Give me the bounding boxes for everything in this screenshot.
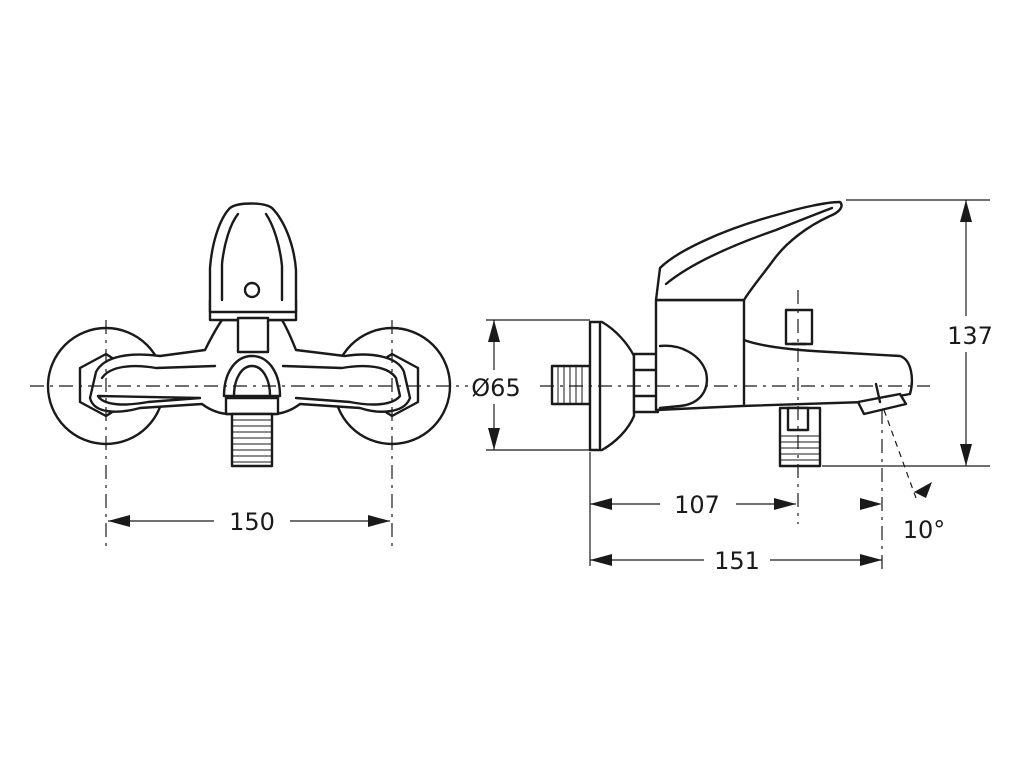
- side-spout-tip: [856, 392, 908, 416]
- front-view: [30, 202, 468, 548]
- side-spout-angle-guide: [883, 409, 917, 499]
- spout-angle-label: 10°: [903, 516, 946, 544]
- dimension-side-total: 151: [590, 547, 882, 575]
- front-outlet-cap: [224, 396, 280, 416]
- side-diverter-knob: [784, 308, 814, 346]
- front-diverter-inner: [232, 364, 272, 398]
- side-lever-inner: [664, 206, 834, 286]
- front-thread-lines: [232, 419, 272, 463]
- side-outlet-thread-lines: [780, 435, 820, 461]
- front-lever-screw: [243, 281, 261, 299]
- dimension-front-width: 150: [108, 508, 390, 536]
- height-label: 137: [947, 322, 993, 350]
- side-hex-nut: [632, 352, 660, 414]
- side-lever: [654, 200, 843, 302]
- side-view: [540, 200, 930, 570]
- side-body-inner: [658, 338, 746, 410]
- side-body: [654, 298, 914, 412]
- front-width-label: 150: [229, 508, 275, 536]
- front-cartridge: [236, 316, 270, 354]
- front-lever-inner: [220, 212, 284, 302]
- rosette-diameter-label: Ø65: [471, 374, 520, 402]
- dimension-height: 137: [822, 199, 993, 467]
- dimension-side-depth: 107: [589, 452, 796, 566]
- front-outlet-thread: [230, 412, 274, 468]
- side-inlet-thread-lines: [557, 366, 583, 404]
- side-depth-label: 107: [674, 491, 720, 519]
- side-total-label: 151: [714, 547, 760, 575]
- front-body-inner-contour: [96, 364, 402, 406]
- dimension-spout-angle: 10°: [860, 482, 945, 544]
- dimension-rosette-diameter: Ø65: [471, 319, 590, 451]
